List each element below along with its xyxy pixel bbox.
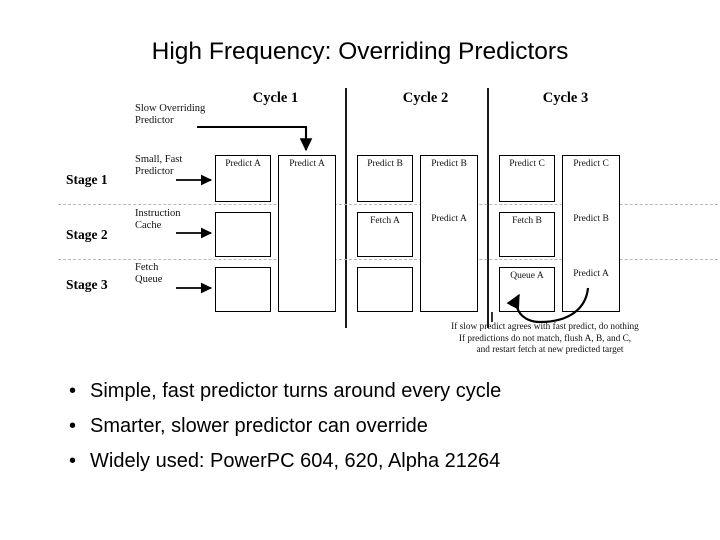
box-label: Predict B (367, 159, 403, 169)
box-cycle1-fast-stage3 (215, 267, 271, 312)
annotation-slow-overriding-predictor: Slow Overriding Predictor (135, 103, 205, 126)
box-label-stage1: Predict C (573, 159, 609, 169)
annotation-line-2: Predictor (135, 114, 174, 126)
box-label-stage1: Predict A (289, 159, 325, 169)
bullet-list: • Simple, fast predictor turns around ev… (60, 378, 680, 483)
box-cycle3-fast-stage1: Predict C (499, 155, 555, 202)
annotation-small-fast-predictor: Small, Fast Predictor (135, 154, 182, 177)
annotation-fetch-queue: Fetch Queue (135, 262, 162, 285)
box-label: Predict C (509, 159, 545, 169)
annotation-instruction-cache: Instruction Cache (135, 208, 181, 231)
bullet-marker-icon: • (69, 380, 77, 402)
page-title: High Frequency: Overriding Predictors (151, 38, 569, 65)
cycle-header-1: Cycle 1 (252, 90, 299, 106)
box-label-stage2: Predict B (573, 214, 609, 224)
stage-divider-1 (58, 204, 718, 205)
stage-label-2: Stage 2 (66, 227, 108, 242)
bullet-text: Simple, fast predictor turns around ever… (90, 380, 502, 402)
box-label-stage1: Predict B (431, 159, 467, 169)
box-label: Predict A (225, 159, 261, 169)
box-cycle1-fast-stage2 (215, 212, 271, 257)
box-cycle3-fast-stage3: Queue A (499, 267, 555, 312)
caption-line-3: and restart fetch at new predicted targe… (476, 345, 624, 356)
bullet-marker-icon: • (69, 450, 77, 472)
annotation-line-2: Cache (135, 219, 162, 231)
diagram-caption: If slow predict agrees with fast predict… (400, 322, 690, 357)
box-label-stage2: Predict A (431, 214, 467, 224)
box-cycle2-fast-stage2: Fetch A (357, 212, 413, 257)
annotation-line-1: Instruction (135, 208, 181, 219)
pipeline-diagram: Cycle 1 Cycle 2 Cycle 3 Stage 1 Stage 2 … (58, 88, 718, 357)
stage-label-1: Stage 1 (66, 172, 108, 187)
bullet-marker-icon: • (69, 415, 77, 437)
box-cycle2-fast-stage3 (357, 267, 413, 312)
cycle-header-2: Cycle 2 (402, 90, 449, 106)
bullet-item-3: • Widely used: PowerPC 604, 620, Alpha 2… (60, 448, 680, 474)
arrow-slow-overriding-predictor (197, 125, 313, 152)
annotation-line-1: Fetch (135, 262, 159, 273)
bullet-text: Smarter, slower predictor can override (90, 415, 428, 437)
annotation-line-1: Slow Overriding (135, 103, 206, 114)
bullet-item-1: • Simple, fast predictor turns around ev… (60, 378, 680, 404)
cycle-separator-2 (487, 88, 489, 328)
box-cycle1-slow-tall: Predict A (278, 155, 336, 312)
cycle-separator-1 (345, 88, 347, 328)
box-label: Fetch B (512, 216, 542, 226)
box-cycle3-fast-stage2: Fetch B (499, 212, 555, 257)
box-cycle3-slow-tall: Predict C Predict B Predict A (562, 155, 620, 312)
box-label-stage3: Predict A (573, 269, 609, 279)
stage-label-3: Stage 3 (66, 277, 108, 292)
stage-divider-2 (58, 259, 718, 260)
cycle-header-3: Cycle 3 (542, 90, 589, 106)
box-cycle1-fast-stage1: Predict A (215, 155, 271, 202)
box-label: Queue A (510, 271, 544, 281)
box-cycle2-fast-stage1: Predict B (357, 155, 413, 202)
annotation-line-1: Small, Fast (135, 154, 183, 165)
annotation-line-2: Predictor (135, 165, 174, 177)
box-label: Fetch A (370, 216, 400, 226)
annotation-line-2: Queue (135, 273, 163, 285)
bullet-item-2: • Smarter, slower predictor can override (60, 413, 680, 439)
caption-line-1: If slow predict agrees with fast predict… (451, 322, 639, 332)
box-cycle2-slow-tall: Predict B Predict A (420, 155, 478, 312)
caption-line-2: If predictions do not match, flush A, B,… (458, 333, 632, 344)
bullet-text: Widely used: PowerPC 604, 620, Alpha 212… (90, 450, 501, 472)
